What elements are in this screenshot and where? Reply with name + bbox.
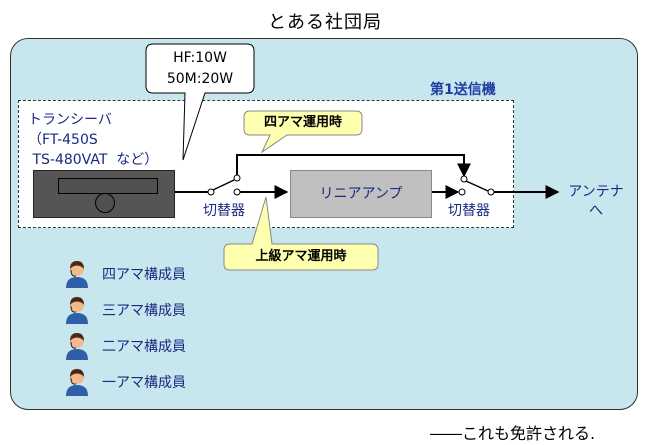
page-title: とある社団局	[268, 12, 382, 33]
callout-upper-box	[223, 196, 379, 271]
transceiver-name: トランシーバ （FT-450S TS-480VAT など）	[28, 112, 159, 168]
switch1-bypass-terminal	[233, 174, 241, 182]
power-callout-text: HF:10W 50M:20W	[166, 50, 234, 87]
person-icon	[66, 333, 88, 360]
person-icon	[66, 261, 88, 288]
callout-upper-text: 上級アマ運用時	[255, 249, 347, 264]
switch1-input-terminal	[207, 188, 215, 196]
footnote: ――これも免許される.	[430, 424, 596, 443]
transceiver-knob	[95, 193, 115, 213]
switch1-blade	[212, 179, 235, 191]
member-label: 二アマ構成員	[102, 339, 186, 355]
switch2-blade	[465, 180, 489, 192]
member-label: 四アマ構成員	[102, 267, 186, 283]
callout-four-text: 四アマ運用時	[263, 115, 342, 130]
antenna-label: アンテナ へ	[568, 184, 624, 219]
switch1-label: 切替器	[203, 203, 245, 219]
switch2-bypass-terminal	[460, 175, 468, 183]
callout-four-box	[243, 110, 363, 154]
member-label: 三アマ構成員	[102, 303, 186, 319]
transmitter-label: 第1送信機	[430, 82, 496, 98]
switch1-amp-terminal	[233, 188, 241, 196]
bypass-wire	[236, 154, 471, 178]
amplifier-label: リニアアンプ	[319, 186, 403, 202]
switch2-amp-terminal	[458, 188, 466, 196]
person-icon	[66, 297, 88, 324]
power-callout	[145, 43, 255, 161]
switch2-output-terminal	[487, 188, 495, 196]
member-label: 一アマ構成員	[102, 375, 186, 391]
switch2-label: 切替器	[448, 203, 490, 219]
person-icon	[66, 369, 88, 396]
transceiver-display	[58, 178, 158, 194]
amplifier-box	[290, 170, 432, 218]
